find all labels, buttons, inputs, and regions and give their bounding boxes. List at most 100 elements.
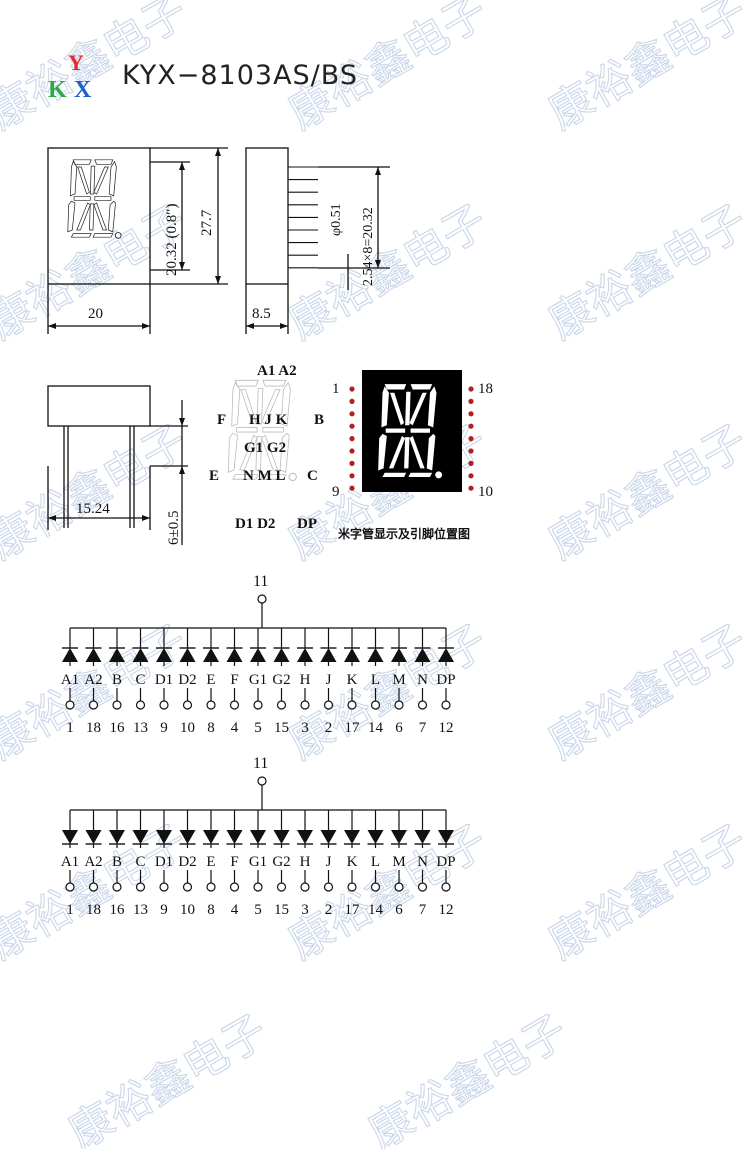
arrowhead	[142, 323, 150, 329]
pin-terminal	[229, 882, 240, 892]
segment-name: K	[347, 672, 358, 688]
pin-number: 9	[160, 902, 168, 918]
pin-dot-right	[468, 460, 474, 466]
led-diode	[62, 648, 78, 662]
segment	[240, 389, 257, 425]
segment	[390, 392, 405, 426]
led-diode	[391, 648, 407, 662]
pin-number: 12	[439, 720, 454, 736]
segment	[234, 379, 259, 387]
segment	[378, 433, 387, 471]
segment	[261, 389, 281, 425]
row-spacing-label: 15.24	[76, 501, 110, 517]
segment	[73, 196, 91, 201]
segment-label-dp: DP	[297, 516, 317, 532]
segment	[384, 384, 407, 390]
pin-length-label: 6±0.5	[166, 511, 182, 545]
common-pin-terminal	[257, 594, 267, 604]
pin-10-label: 10	[478, 484, 493, 500]
segment	[405, 391, 411, 426]
pin-number: 16	[110, 720, 126, 736]
pin-number: 2	[325, 720, 333, 736]
pin-terminal	[206, 882, 216, 892]
pin-1-label: 1	[332, 381, 340, 397]
pin-dot-left	[349, 436, 355, 442]
segment-name: J	[326, 672, 332, 688]
led-diode	[226, 830, 243, 844]
led-diode	[273, 648, 290, 662]
segment-label-g: G1 G2	[244, 440, 286, 456]
arrowhead	[179, 262, 185, 270]
segment-name: J	[326, 854, 332, 870]
arrowhead	[280, 323, 288, 329]
led-diode	[320, 830, 337, 844]
pin-number: 12	[439, 902, 454, 918]
pin-terminal	[112, 700, 122, 710]
pin-number: 10	[180, 720, 195, 736]
segment	[72, 159, 92, 165]
led-diode	[109, 648, 125, 662]
pin-number: 7	[419, 902, 427, 918]
pin-terminal	[88, 700, 99, 710]
part-number-title: KYX−8103AS/BS	[122, 60, 358, 91]
segment	[235, 427, 258, 433]
segment	[426, 433, 436, 471]
led-diode	[156, 830, 172, 844]
pin-terminal	[300, 882, 310, 892]
pin-9-label: 9	[332, 484, 340, 500]
pin-terminal	[229, 700, 240, 710]
segment-name: DP	[436, 854, 455, 870]
segment-label-b: B	[314, 412, 324, 428]
segment	[385, 428, 406, 433]
led-diode	[297, 830, 313, 844]
segment	[239, 434, 258, 471]
pin-dot-left	[349, 448, 355, 454]
pin-terminal	[323, 882, 334, 892]
pin-number: 15	[274, 902, 289, 918]
watermark-text: 康裕鑫电子	[60, 1005, 276, 1149]
pin-number: 9	[160, 720, 168, 736]
segment	[388, 436, 406, 469]
led-diode	[85, 648, 102, 662]
pin-terminal	[65, 882, 75, 892]
pin-dot-left	[349, 423, 355, 429]
pin-dot-left	[349, 411, 355, 417]
segment	[70, 233, 92, 238]
pin-dot-right	[468, 436, 474, 442]
led-diode	[344, 648, 360, 662]
pin-dot-right	[468, 423, 474, 429]
schematic-1-body: A11A218B16C13D19D210E8F4G15G215H3J2K17L1…	[61, 594, 456, 736]
segment-name: M	[392, 672, 405, 688]
decimal-point	[114, 232, 122, 239]
pin-terminal	[347, 882, 357, 892]
segment	[232, 474, 259, 480]
pin-number: 3	[301, 902, 309, 918]
pin-number: 17	[345, 902, 361, 918]
segment	[93, 166, 109, 195]
segment-name: D2	[178, 854, 196, 870]
arrowhead	[215, 148, 221, 156]
digit-height-label: 20.32 (0.8″)	[164, 204, 180, 277]
segment	[409, 436, 425, 469]
pin-terminal	[253, 882, 263, 892]
pin-dot-left	[349, 485, 355, 491]
pin-terminal	[135, 882, 146, 892]
segment	[89, 203, 95, 231]
decimal-point	[288, 472, 297, 482]
led-diode	[203, 648, 219, 662]
segment-name: A2	[84, 854, 102, 870]
pin-dot-left	[349, 386, 355, 392]
arrowhead	[215, 276, 221, 284]
segment	[410, 384, 433, 390]
segment	[255, 436, 263, 471]
led-diode	[344, 830, 360, 844]
segment	[259, 474, 287, 480]
bottom-view-body	[47, 385, 151, 427]
segment	[262, 427, 284, 433]
segment-name: C	[135, 854, 145, 870]
pin-number: 13	[133, 720, 148, 736]
pin-number: 4	[231, 902, 239, 918]
segment	[94, 159, 114, 165]
pin-terminal	[276, 700, 287, 710]
pin-terminal	[206, 700, 216, 710]
